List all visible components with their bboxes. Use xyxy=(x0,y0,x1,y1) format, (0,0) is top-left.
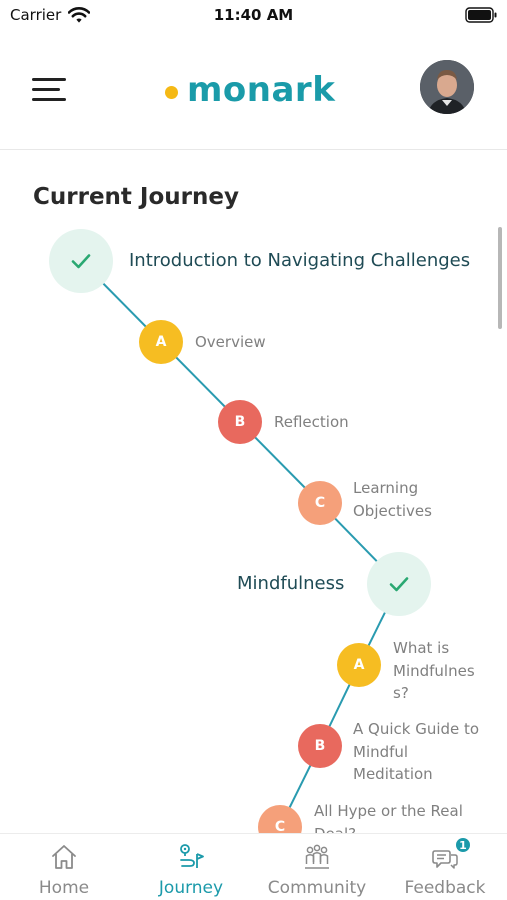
app-header: monark xyxy=(0,32,507,150)
tab-label: Home xyxy=(38,878,90,898)
step-label[interactable]: Learning Objectives xyxy=(353,479,432,520)
tab-label: Journey xyxy=(158,878,224,898)
step-label[interactable]: Reflection xyxy=(274,413,349,431)
journey-map-icon xyxy=(180,844,204,868)
step-label[interactable]: What is Mindfulnes s? xyxy=(393,639,475,702)
community-icon xyxy=(305,844,329,869)
notification-badge: 1 xyxy=(454,836,472,854)
tab-label: Feedback xyxy=(404,878,486,898)
page-title: Current Journey xyxy=(33,184,239,210)
step-label[interactable]: A Quick Guide to Mindful Meditation xyxy=(353,720,480,783)
tab-feedback[interactable]: 1 Feedback xyxy=(396,834,494,900)
step-node-b[interactable]: B xyxy=(218,400,262,444)
user-avatar[interactable] xyxy=(420,60,474,114)
step-node-a[interactable]: A xyxy=(337,643,381,687)
monark-logo: monark xyxy=(165,68,335,112)
step-node-b[interactable]: B xyxy=(298,724,342,768)
step-label[interactable]: All Hype or the Real Deal? xyxy=(314,802,463,833)
logo-dot xyxy=(165,85,178,99)
status-time: 11:40 AM xyxy=(213,6,294,24)
wifi-icon xyxy=(68,7,90,23)
step-node-c[interactable]: C xyxy=(258,805,302,833)
module-complete-node[interactable] xyxy=(367,552,431,616)
module-complete-node[interactable] xyxy=(49,229,113,293)
avatar-photo-icon xyxy=(420,60,474,114)
tab-bar: Home Journey Community 1 Fee xyxy=(0,833,507,900)
step-node-c[interactable]: C xyxy=(298,481,342,525)
checkmark-icon xyxy=(389,577,409,592)
feedback-icon xyxy=(432,850,458,869)
journey-content: Current Journey Introduction to Navigati… xyxy=(0,151,507,833)
logo-text: monark xyxy=(187,70,336,110)
status-bar: Carrier 11:40 AM xyxy=(0,0,507,32)
step-label[interactable]: Overview xyxy=(195,333,266,351)
tab-label: Community xyxy=(267,878,367,898)
hamburger-menu-icon[interactable] xyxy=(32,76,68,104)
tab-home[interactable]: Home xyxy=(22,834,106,900)
carrier-label: Carrier xyxy=(10,6,62,24)
scrollbar[interactable] xyxy=(498,227,502,329)
module-title[interactable]: Introduction to Navigating Challenges xyxy=(129,250,471,271)
home-icon xyxy=(52,845,76,869)
tab-community[interactable]: Community xyxy=(262,834,372,900)
checkmark-icon xyxy=(71,254,91,269)
step-node-a[interactable]: A xyxy=(139,320,183,364)
tab-journey[interactable]: Journey xyxy=(146,834,236,900)
module-title[interactable]: Mindfulness xyxy=(237,573,345,594)
battery-icon xyxy=(465,7,497,23)
